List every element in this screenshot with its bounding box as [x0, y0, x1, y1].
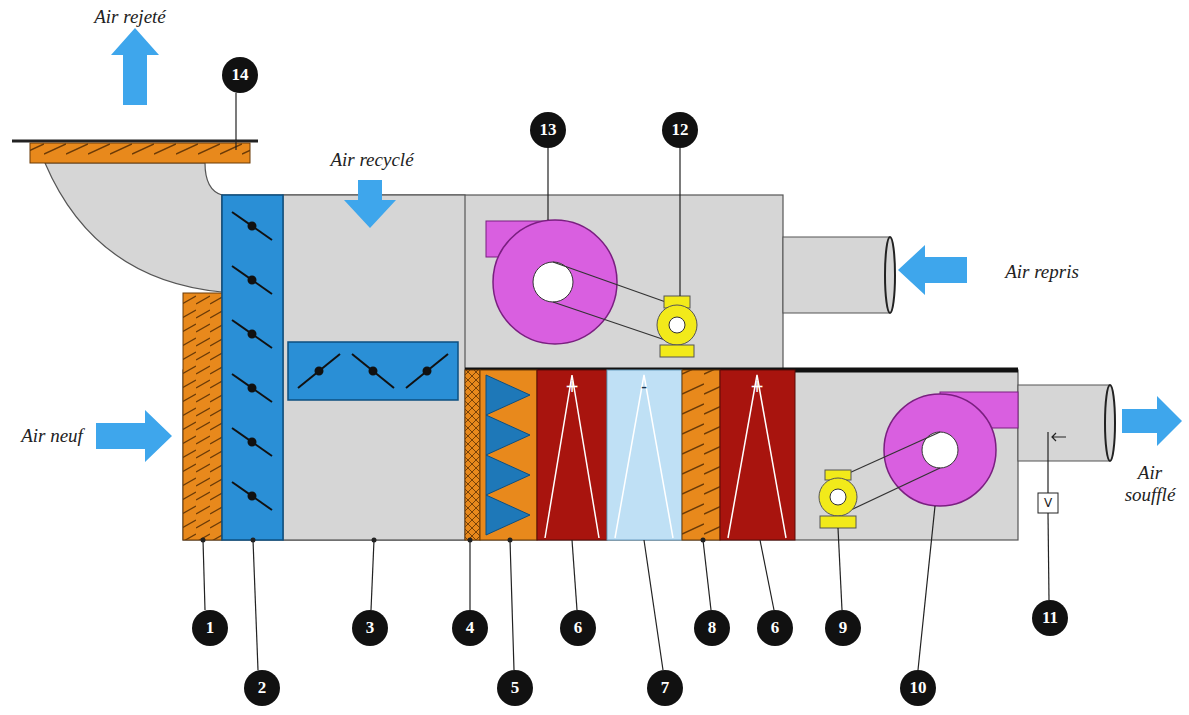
callout-number: 9: [825, 610, 861, 646]
coil-sign: -: [641, 376, 647, 396]
flow-label: Air rejeté: [94, 6, 166, 28]
callout-number: 10: [900, 670, 936, 706]
callout-number: 13: [530, 112, 566, 148]
coil-sign: +: [565, 376, 579, 396]
callout-number: 8: [694, 610, 730, 646]
callout-number: 6: [757, 610, 793, 646]
callout-number: 1: [192, 610, 228, 646]
flow-label: Air neuf: [21, 425, 83, 447]
callout-number: 6: [560, 610, 596, 646]
callout-number: 5: [497, 670, 533, 706]
callout-number: 4: [452, 610, 488, 646]
callout-number: 11: [1032, 600, 1068, 636]
callout-number: 2: [244, 670, 280, 706]
flow-label: Air repris: [1005, 261, 1079, 283]
callout-number: 14: [222, 57, 258, 93]
sensor-letter: V: [1044, 496, 1052, 510]
coil-sign: +: [750, 376, 764, 396]
callout-number: 12: [662, 112, 698, 148]
flow-label: Air recyclé: [330, 149, 413, 171]
callout-number: 3: [352, 610, 388, 646]
flow-label: Air soufflé: [1119, 462, 1181, 506]
callout-number: 7: [647, 670, 683, 706]
